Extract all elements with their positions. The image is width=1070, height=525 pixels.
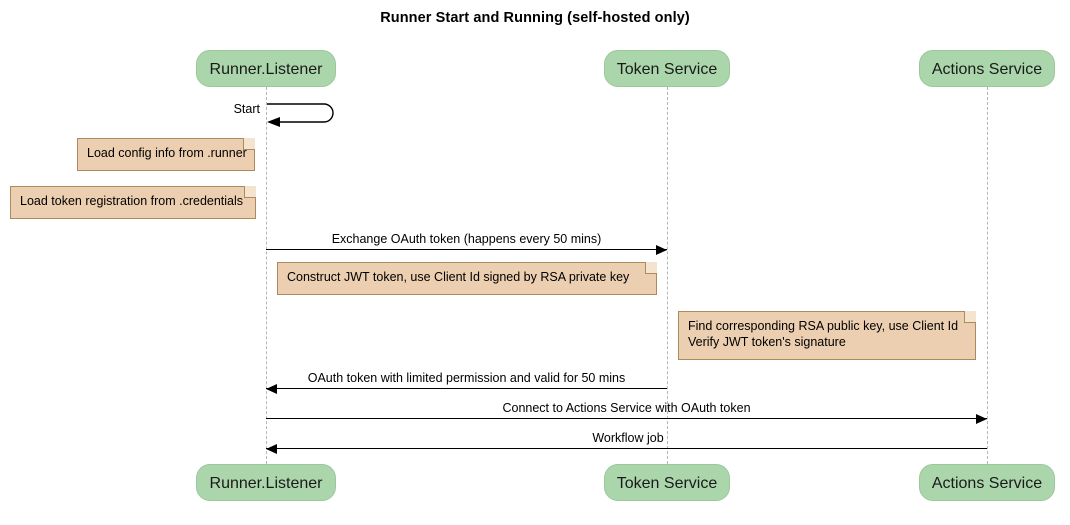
note-text: Construct JWT token, use Client Id signe… [287, 270, 630, 284]
note-text: Load token registration from .credential… [20, 194, 244, 208]
message-line-workflow-job [266, 448, 987, 449]
message-line-connect-actions [266, 418, 987, 419]
note-construct-jwt: Construct JWT token, use Client Id signe… [277, 262, 657, 295]
note-fold-corner-icon [243, 138, 255, 150]
note-load-token-registration: Load token registration from .credential… [10, 186, 256, 219]
arrowhead-oauth-token-return [266, 383, 277, 394]
note-text: Load config info from .runner [87, 146, 247, 160]
participant-runner-top[interactable]: Runner.Listener [196, 50, 336, 87]
arrowhead-workflow-job [266, 443, 277, 454]
note-fold-corner-icon [964, 311, 976, 323]
note-load-config: Load config info from .runner [77, 138, 255, 171]
message-label-start: Start [233, 102, 260, 116]
message-line-exchange-oauth [266, 249, 667, 250]
participant-runner-bottom[interactable]: Runner.Listener [196, 464, 336, 501]
message-label-exchange-oauth: Exchange OAuth token (happens every 50 m… [331, 232, 602, 246]
participant-actions-top[interactable]: Actions Service [919, 50, 1055, 87]
message-label-connect-actions: Connect to Actions Service with OAuth to… [502, 401, 751, 415]
page-title: Runner Start and Running (self-hosted on… [380, 10, 690, 26]
lifeline-token [667, 87, 668, 464]
message-line-oauth-token-return [266, 388, 667, 389]
message-label-workflow-job: Workflow job [592, 431, 664, 445]
arrowhead-exchange-oauth [656, 244, 667, 255]
lifeline-actions [987, 87, 988, 464]
note-verify-jwt: Find corresponding RSA public key, use C… [678, 311, 976, 360]
arrowhead-connect-actions [976, 413, 987, 424]
participant-token-bottom[interactable]: Token Service [604, 464, 730, 501]
note-fold-corner-icon [244, 186, 256, 198]
participant-actions-bottom[interactable]: Actions Service [919, 464, 1055, 501]
note-text: Find corresponding RSA public key, use C… [688, 319, 959, 349]
participant-token-top[interactable]: Token Service [604, 50, 730, 87]
lifeline-runner [266, 87, 267, 464]
note-fold-corner-icon [645, 262, 657, 274]
message-label-oauth-token-return: OAuth token with limited permission and … [307, 371, 626, 385]
self-message-start [266, 102, 346, 136]
